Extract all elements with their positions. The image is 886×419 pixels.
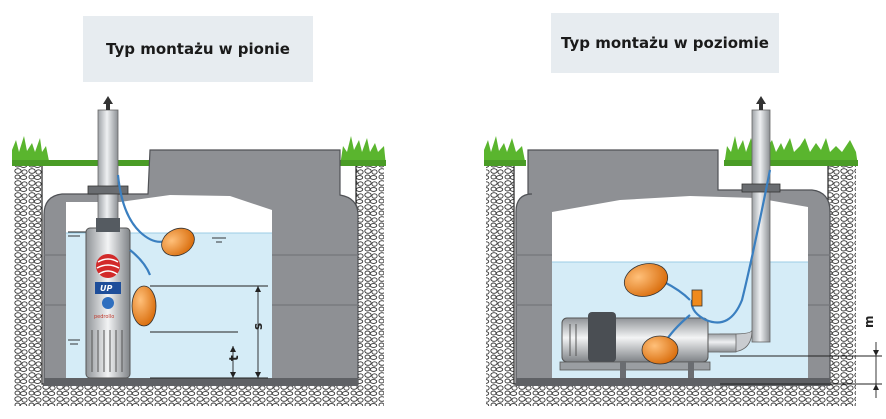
grass-left [12, 136, 50, 166]
dim-arrow-m-bottom [873, 384, 879, 390]
pump-emblem-icon [102, 297, 114, 309]
grass-left-h [484, 136, 526, 166]
ground-strip-left-h [484, 160, 526, 166]
pump-support-foot-left [620, 362, 626, 378]
gravel-left-wall [14, 164, 42, 402]
dim-arrow-s-bottom [255, 372, 261, 378]
gravel-right-wall [356, 164, 384, 402]
flow-arrow-horizontal [756, 96, 766, 104]
vertical-installation-scene: UP pedrollo s t [12, 96, 386, 406]
up-badge [95, 282, 121, 294]
gravel-bottom-h [486, 384, 856, 406]
flow-arrow-stem-vertical [106, 104, 110, 110]
horizontal-title-text: Typ montażu w poziomie [561, 34, 769, 52]
pump-maker-label: pedrollo [94, 314, 114, 320]
float-clamp [691, 289, 703, 307]
gravel-left-wall-h [486, 164, 514, 402]
dimension-m-label: m [862, 315, 876, 328]
flow-arrow-vertical [103, 96, 113, 104]
float-switch-lower-h [641, 335, 679, 365]
vertical-installation-title: Typ montażu w pionie [83, 16, 313, 82]
tank-base [44, 378, 358, 386]
grass-right [340, 136, 386, 166]
pump-model-label: UP [100, 284, 112, 293]
pipe-flange-horizontal [741, 183, 781, 193]
discharge-pipe-horizontal-riser [751, 109, 771, 343]
pipe-flange-vertical [87, 185, 129, 195]
flow-arrow-stem-horizontal [759, 104, 763, 110]
float-cable-horizontal [690, 169, 772, 324]
pump-support-rail [559, 361, 711, 371]
pump-grille-horizontal [569, 324, 577, 356]
gravel-bottom [14, 384, 384, 406]
dimension-t-label: t [227, 355, 241, 361]
submersible-pump-horizontal [561, 317, 709, 363]
dim-arrow-t-top [230, 346, 236, 352]
float-cable-lower [129, 249, 152, 276]
float-switch-upper [161, 227, 195, 257]
dim-arrow-m-top [873, 350, 879, 356]
ground-strip-right [340, 160, 386, 166]
tank-base-h [516, 378, 830, 386]
water-ripples-vertical [68, 231, 226, 345]
dimension-s-label: s [251, 323, 265, 330]
horizontal-installation-scene: m [484, 96, 882, 406]
horizontal-installation-title: Typ montażu w poziomie [551, 13, 779, 73]
float-switch-lower [131, 285, 157, 327]
pump-grille [91, 330, 123, 372]
pump-neck [96, 218, 120, 232]
vertical-title-text: Typ montażu w pionie [106, 40, 290, 58]
float-switch-upper-h [623, 263, 669, 297]
pump-cable-box [588, 312, 616, 362]
pedrollo-logo-swirl-icon [96, 258, 120, 275]
gravel-right-wall-h [828, 164, 856, 402]
discharge-pipe-vertical [97, 109, 119, 231]
dim-arrow-t-bottom [230, 372, 236, 378]
dim-arrow-s-top [255, 286, 261, 292]
ground-strip-right-h [724, 160, 858, 166]
ground-strip-left [12, 160, 152, 166]
pump-support-foot-right [688, 362, 694, 378]
float-cable-vertical [116, 174, 169, 243]
